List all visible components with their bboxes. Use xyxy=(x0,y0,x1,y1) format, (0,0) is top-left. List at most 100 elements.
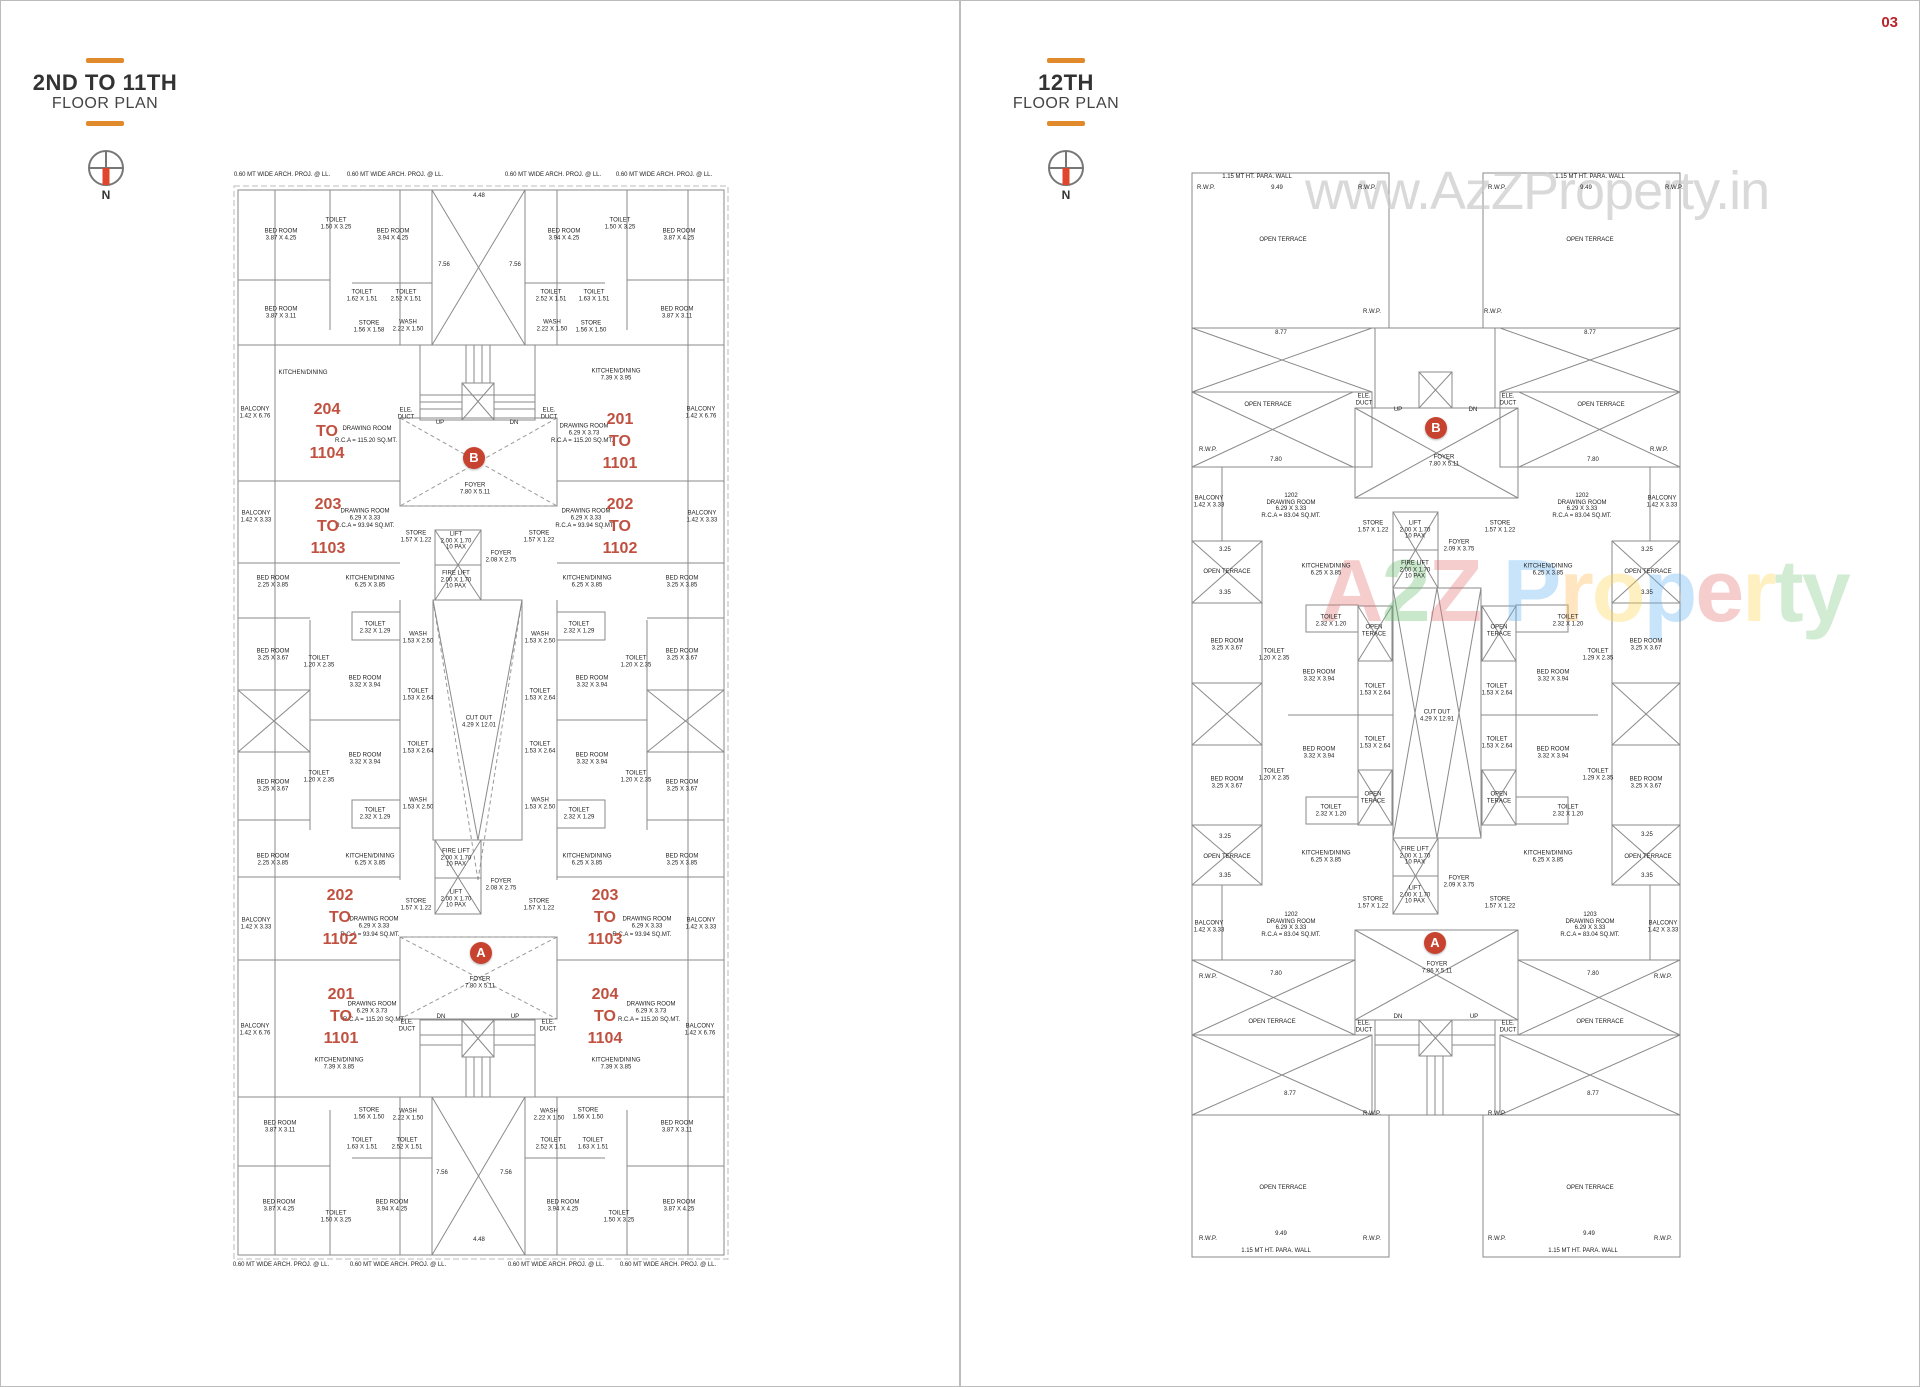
room-label: R.W.P. xyxy=(1484,308,1502,315)
room-label: 3.25 xyxy=(1219,833,1231,840)
room-label: R.W.P. xyxy=(1650,446,1668,453)
room-label: BED ROOM 3.25 X 3.85 xyxy=(665,853,699,867)
watermark-letter: r xyxy=(1559,541,1593,640)
arch-projection-label: 0.60 MT WIDE ARCH. PROJ. @ LL. xyxy=(349,1261,447,1268)
room-label: OPEN TERACE xyxy=(1360,791,1386,805)
room-label: DRAWING ROOM xyxy=(342,425,392,432)
room-label: WASH 1.53 X 2.50 xyxy=(402,797,434,811)
room-label: TOILET 1.53 X 2.64 xyxy=(402,741,434,755)
room-label: TOILET 1.20 X 2.35 xyxy=(303,770,335,784)
room-label: 1203 DRAWING ROOM 6.29 X 3.33 R.C.A = 83… xyxy=(1560,912,1620,938)
room-label: WASH 1.53 X 2.50 xyxy=(402,631,434,645)
room-label: STORE 1.57 X 1.22 xyxy=(1357,896,1389,910)
room-label: OPEN TERACE xyxy=(1361,624,1387,638)
room-label: R.W.P. xyxy=(1488,1235,1506,1242)
room-label: 9.49 xyxy=(1275,1230,1287,1237)
room-label: DRAWING ROOM 6.29 X 3.73 xyxy=(347,1001,397,1015)
room-label: 1202 DRAWING ROOM 6.29 X 3.33 R.C.A = 83… xyxy=(1552,493,1612,519)
room-label: UP xyxy=(1393,406,1403,413)
room-label: LIFT 2.00 X 1.70 10 PAX xyxy=(440,531,472,551)
room-label: TOILET 1.53 X 2.64 xyxy=(1481,736,1513,750)
room-label: KITCHEN/DINING 6.25 X 3.85 xyxy=(345,575,395,589)
compass-north-label: N xyxy=(1061,188,1071,202)
room-label: TOILET 2.32 X 1.29 xyxy=(563,621,595,635)
watermark-letter: P xyxy=(1502,541,1562,640)
room-label: BED ROOM 3.32 X 3.94 xyxy=(348,752,382,766)
room-label: OPEN TERRACE xyxy=(1259,236,1307,243)
room-label: BED ROOM 3.87 X 4.25 xyxy=(662,1199,696,1213)
room-label: STORE 1.57 X 1.22 xyxy=(400,898,432,912)
room-label: DRAWING ROOM 6.29 X 3.33 xyxy=(349,916,399,930)
room-label: R.W.P. xyxy=(1363,1235,1381,1242)
room-label: FOYER 2.08 X 2.75 xyxy=(485,878,517,892)
room-label: ELE. DUCT xyxy=(540,407,558,421)
arch-projection-label: 0.60 MT WIDE ARCH. PROJ. @ LL. xyxy=(619,1261,717,1268)
arch-projection-label: 0.60 MT WIDE ARCH. PROJ. @ LL. xyxy=(233,171,331,178)
room-label: BALCONY 1.42 X 3.33 xyxy=(240,510,272,524)
room-label: TOILET 1.53 X 2.64 xyxy=(1359,736,1391,750)
room-label: DRAWING ROOM 6.29 X 3.73 xyxy=(559,423,609,437)
unit-number-range: 203 TO 1103 xyxy=(310,496,346,557)
room-label: R.W.P. xyxy=(1654,973,1672,980)
room-label: 1202 DRAWING ROOM 6.29 X 3.33 R.C.A = 83… xyxy=(1261,493,1321,519)
room-label: TOILET 2.32 X 1.29 xyxy=(563,807,595,821)
wing-marker-b: B xyxy=(463,447,485,469)
wing-marker-a: A xyxy=(470,942,492,964)
room-label: BED ROOM 3.94 X 4.25 xyxy=(376,228,410,242)
arch-projection-label: 0.60 MT WIDE ARCH. PROJ. @ LL. xyxy=(507,1261,605,1268)
title-accent-bar-top xyxy=(1047,58,1085,63)
room-label: 3.35 xyxy=(1219,589,1231,596)
room-label: FOYER 7.80 X 5.11 xyxy=(459,482,491,496)
room-label: R.C.A = 115.20 SQ.MT. xyxy=(617,1016,681,1023)
room-label: TOILET 1.20 X 2.35 xyxy=(1258,768,1290,782)
room-label: 1.15 MT HT. PARA. WALL xyxy=(1548,1247,1618,1254)
room-label: STORE 1.56 X 1.50 xyxy=(572,1107,604,1121)
room-label: 3.35 xyxy=(1641,589,1653,596)
room-label: 3.35 xyxy=(1641,872,1653,879)
room-label: STORE 1.57 X 1.22 xyxy=(1484,896,1516,910)
watermark-letter: Z xyxy=(1428,541,1483,640)
room-label: R.W.P. xyxy=(1199,973,1217,980)
room-label: TOILET 1.20 X 2.35 xyxy=(303,655,335,669)
compass-north-label: N xyxy=(101,188,111,202)
room-label: TOILET 1.63 X 1.51 xyxy=(578,289,610,303)
room-label: BED ROOM 3.87 X 4.25 xyxy=(662,228,696,242)
room-label: TOILET 1.50 X 3.25 xyxy=(320,1210,352,1224)
room-label: 1202 DRAWING ROOM 6.29 X 3.33 R.C.A = 83… xyxy=(1261,912,1321,938)
room-label: R.W.P. xyxy=(1363,1110,1381,1117)
unit-number-range: 201 TO 1101 xyxy=(602,411,638,472)
right-title-block: 12TH FLOOR PLAN xyxy=(1006,58,1126,126)
room-label: BED ROOM 3.32 X 3.94 xyxy=(1536,669,1570,683)
unit-number-range: 202 TO 1102 xyxy=(322,887,358,948)
room-label: TOILET 1.63 X 1.51 xyxy=(346,1137,378,1151)
room-label: BED ROOM 3.25 X 3.67 xyxy=(665,648,699,662)
core-top-left-height-dim: 7.56 xyxy=(438,261,450,268)
room-label: BED ROOM 3.87 X 3.11 xyxy=(264,306,298,320)
page-number: 03 xyxy=(1881,14,1898,31)
watermark-letter: 2 xyxy=(1381,541,1431,640)
room-label: DN xyxy=(436,1013,446,1020)
room-label: 1.15 MT HT. PARA. WALL xyxy=(1555,173,1625,180)
room-label: 3.25 xyxy=(1641,546,1653,553)
room-label: TOILET 1.53 X 2.64 xyxy=(402,688,434,702)
room-label: WASH 2.22 X 1.50 xyxy=(392,319,424,333)
room-label: BED ROOM 3.94 X 4.25 xyxy=(547,228,581,242)
room-label: BED ROOM 2.25 X 3.85 xyxy=(256,575,290,589)
room-label: LIFT 2.00 X 1.70 10 PAX xyxy=(440,889,472,909)
room-label: 8.77 xyxy=(1284,1090,1296,1097)
room-label: BED ROOM 3.25 X 3.67 xyxy=(256,648,290,662)
room-label: BED ROOM 3.25 X 3.67 xyxy=(1210,638,1244,652)
title-accent-bar-bottom xyxy=(86,121,124,126)
room-label: R.W.P. xyxy=(1197,184,1215,191)
room-label: TOILET 1.53 X 2.64 xyxy=(524,688,556,702)
room-label: KITCHEN/DINING 6.25 X 3.85 xyxy=(562,853,612,867)
room-label: CUT OUT 4.29 X 12.01 xyxy=(461,715,497,729)
room-label: R.C.A = 93.94 SQ.MT. xyxy=(335,522,395,529)
room-label: 7.80 xyxy=(1270,970,1282,977)
room-label: TOILET 2.32 X 1.20 xyxy=(1315,804,1347,818)
core-top-width-dim: 4.48 xyxy=(473,192,485,199)
room-label: WASH 1.53 X 2.50 xyxy=(524,797,556,811)
room-label: TOILET 1.50 X 3.25 xyxy=(603,1210,635,1224)
room-label: CUT OUT 4.29 X 12.91 xyxy=(1419,709,1455,723)
core-bottom-right-height-dim: 7.56 xyxy=(500,1169,512,1176)
